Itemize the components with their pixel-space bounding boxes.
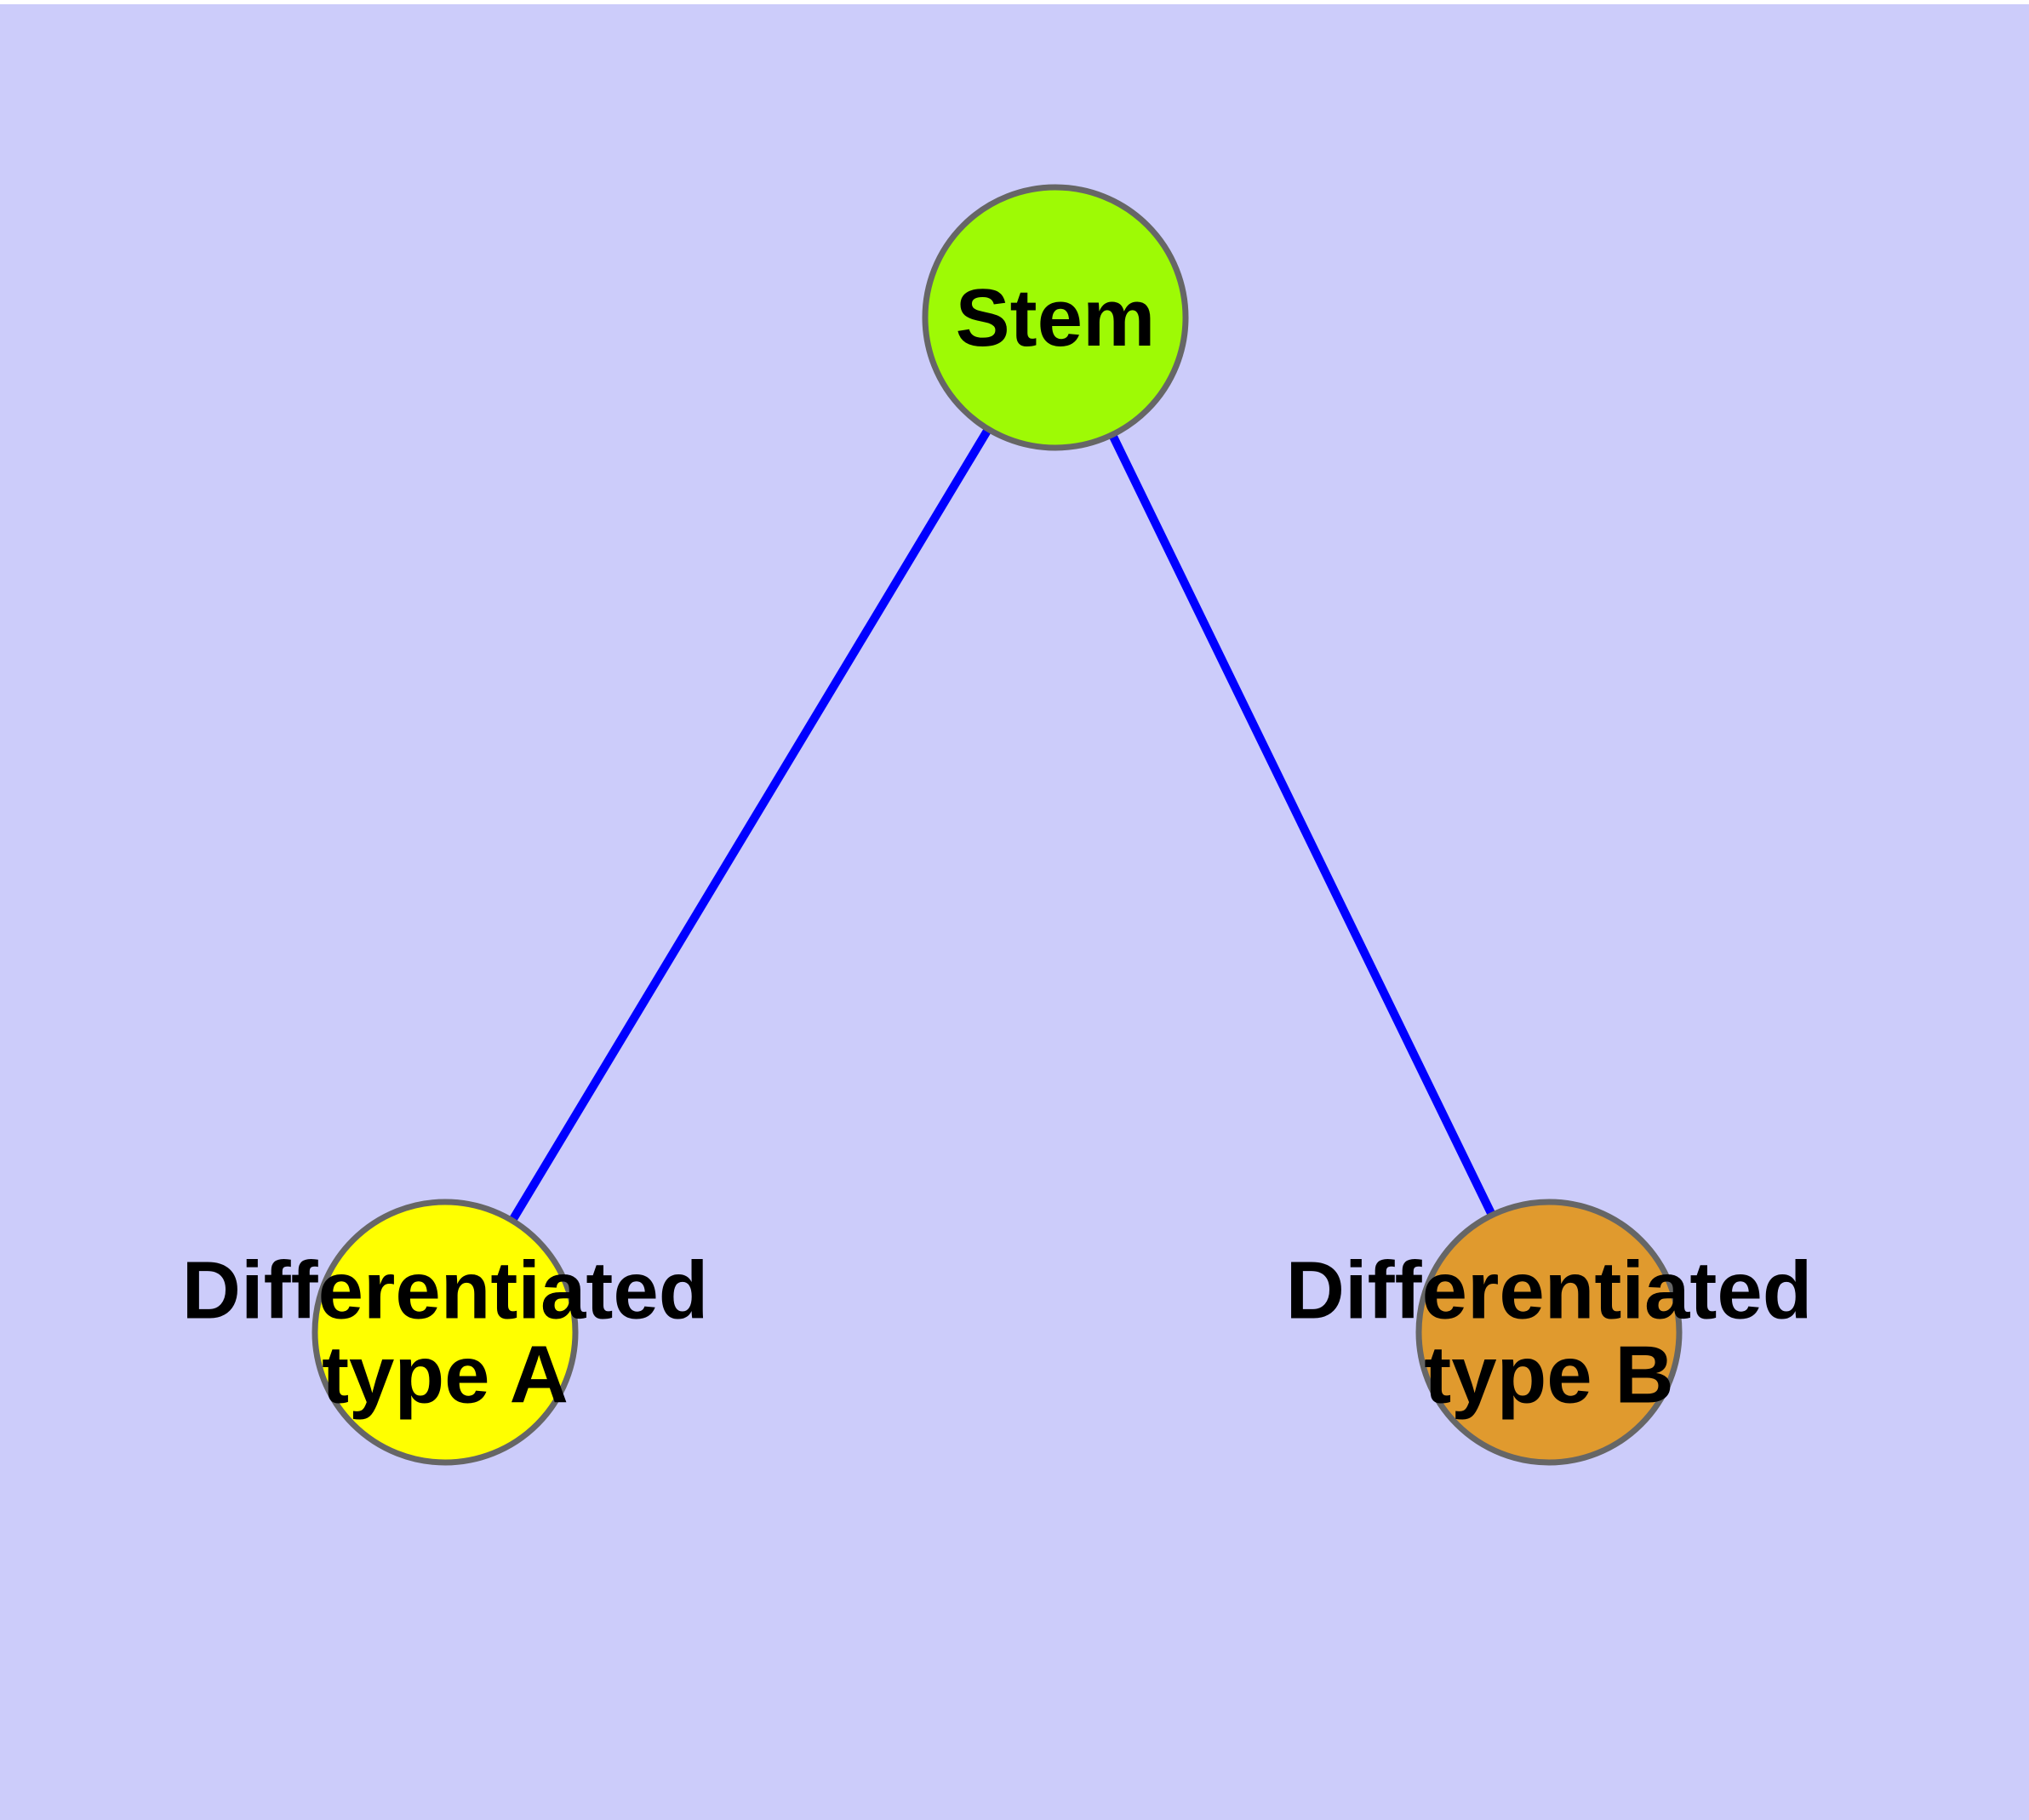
nodes-layer bbox=[311, 184, 1683, 1466]
graph-node-label-stem: Stem bbox=[956, 272, 1156, 363]
node-label-line: Differentiated bbox=[182, 1245, 709, 1336]
graph-node-stem[interactable] bbox=[922, 184, 1189, 451]
graph-node-diff_b[interactable] bbox=[1415, 1199, 1683, 1466]
node-label-line: type B bbox=[1424, 1329, 1673, 1420]
node-label-line: type A bbox=[322, 1329, 569, 1420]
edges-layer bbox=[441, 315, 1553, 1335]
node-label-line: Stem bbox=[956, 272, 1156, 363]
graph-edge-stem-diff_b bbox=[1051, 315, 1553, 1335]
graph-node-diff_a[interactable] bbox=[311, 1199, 579, 1466]
graph-edge-stem-diff_a bbox=[441, 315, 1060, 1335]
node-label-line: Differentiated bbox=[1286, 1245, 1813, 1336]
